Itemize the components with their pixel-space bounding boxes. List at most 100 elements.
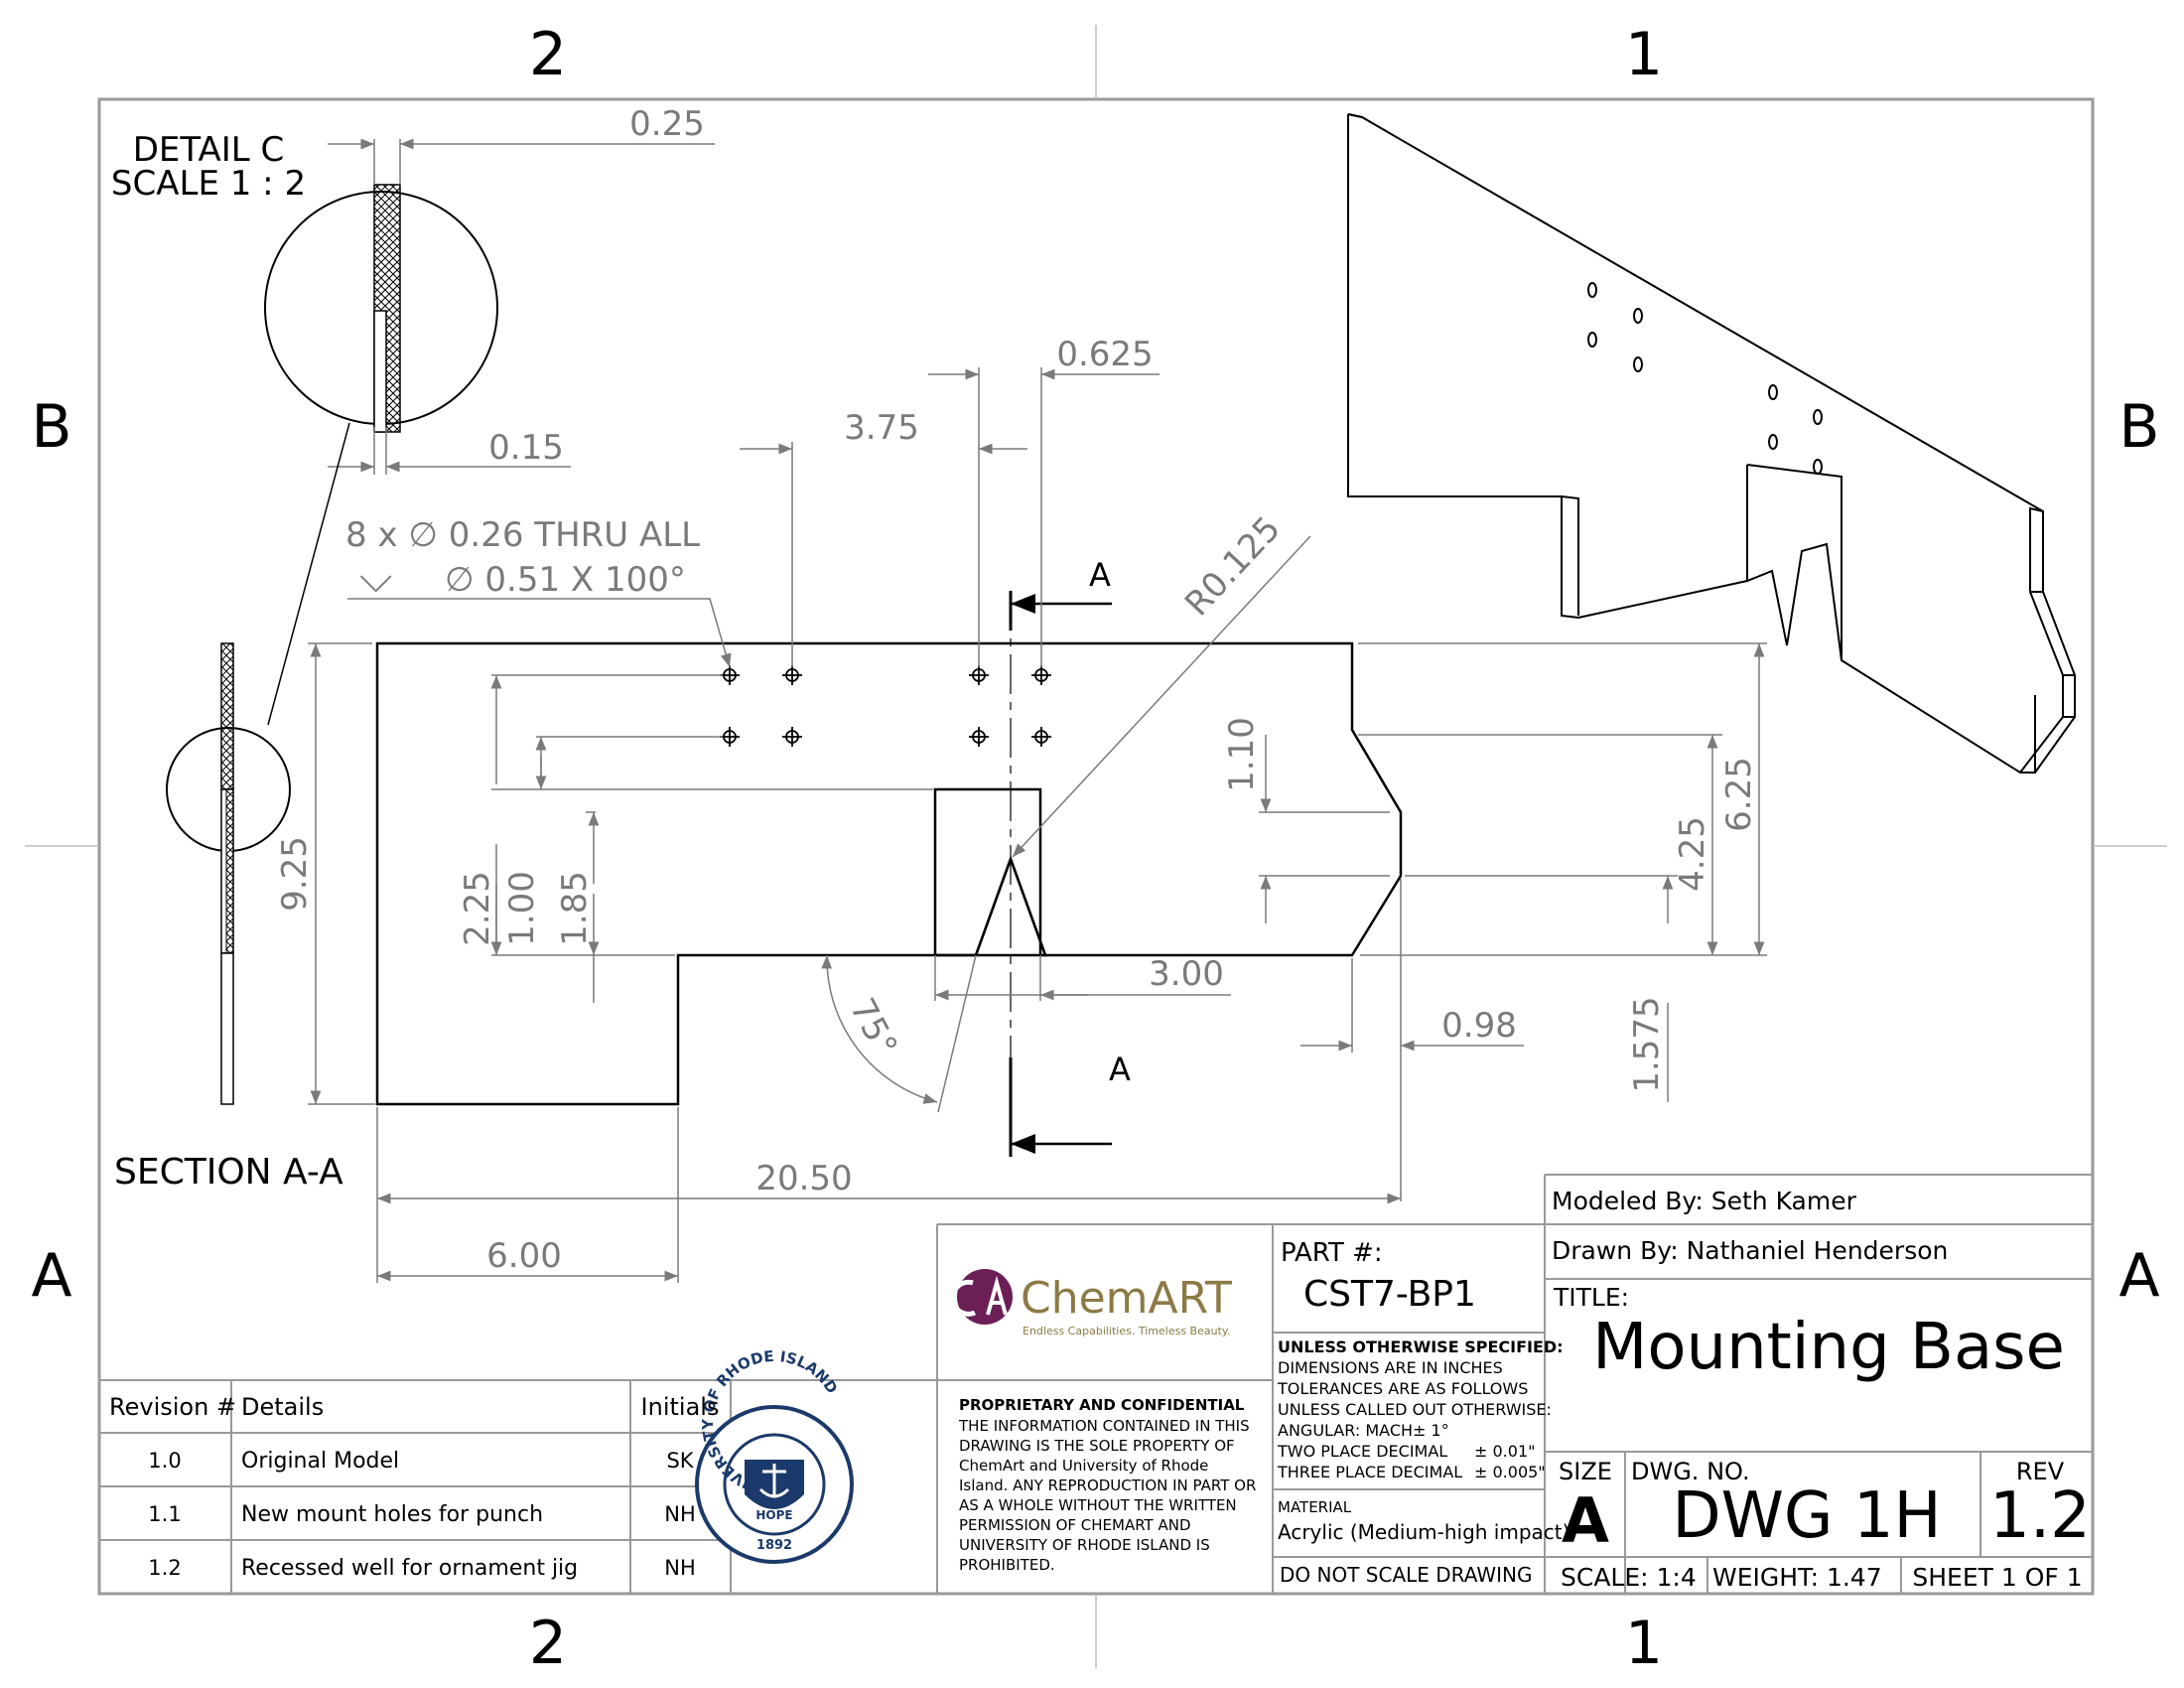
dim-425: 4.25 [1673,816,1712,892]
rev-row-3-initials: NH [664,1556,696,1580]
zone-left-a: A [31,1241,71,1311]
zone-top-1: 1 [1625,20,1663,89]
rev-header-number: Revision # [109,1393,236,1421]
part-label: PART #: [1281,1238,1383,1268]
rev-value: 1.2 [1989,1479,2091,1553]
logo-wordmark: ChemART [1021,1273,1232,1324]
seal-banner: HOPE [755,1508,792,1522]
material-value: Acrylic (Medium-high impact) [1278,1520,1570,1544]
dim-925: 9.25 [275,836,315,912]
dim-110: 1.10 [1222,717,1262,792]
proprietary-line-5: AS A WHOLE WITHOUT THE WRITTEN [959,1496,1237,1514]
detail-scale: SCALE 1 : 2 [111,164,306,204]
dim-r0125: R0.125 [1177,509,1289,625]
revision-table: Revision # Details Initials 1.0 Original… [109,1393,719,1581]
proprietary-line-8: PROHIBITED. [959,1556,1055,1574]
zone-labels: 2 1 2 1 B A B A [31,20,2159,1678]
tol-line-2: TOLERANCES ARE AS FOLLOWS [1277,1379,1528,1398]
rev-row-3-number: 1.2 [148,1556,181,1580]
section-label: SECTION A-A [114,1152,343,1193]
scale-value: SCALE: 1:4 [1561,1563,1697,1592]
sheet-value: SHEET 1 OF 1 [1912,1563,2082,1592]
dwg-label: DWG. NO. [1631,1458,1750,1485]
rev-header-initials: Initials [641,1393,720,1421]
sheet-border [25,25,2167,1668]
chemart-logo: ChemART Endless Capabilities. Timeless B… [950,1269,1232,1337]
dim-100: 1.00 [502,871,542,946]
tol-line-4: ANGULAR: MACH± 1° [1278,1421,1449,1440]
zone-right-b: B [2118,392,2159,462]
dim-375: 3.75 [844,408,919,448]
front-view: A A [375,556,1403,1157]
title-block-lines [99,1174,2093,1594]
rev-row-1-details: Original Model [241,1449,399,1474]
seal-year: 1892 [756,1538,792,1553]
proprietary-line-7: UNIVERSITY OF RHODE ISLAND IS [959,1536,1210,1554]
unless-heading: UNLESS OTHERWISE SPECIFIED: [1278,1337,1564,1356]
detail-title: DETAIL C [133,130,285,170]
dim-225: 2.25 [458,871,497,946]
dim-600: 6.00 [486,1236,562,1276]
two-place-val: ± 0.01" [1474,1442,1535,1461]
dim-185: 1.85 [555,871,595,946]
proprietary-line-4: Island. ANY REPRODUCTION IN PART OR [959,1477,1256,1494]
three-place-val: ± 0.005" [1474,1463,1546,1481]
tol-line-3: UNLESS CALLED OUT OTHERWISE: [1278,1400,1552,1419]
do-not-scale: DO NOT SCALE DRAWING [1280,1563,1532,1587]
dim-625: 6.25 [1719,757,1759,832]
dim-098: 0.98 [1441,1006,1517,1046]
weight-value: WEIGHT: 1.47 [1712,1563,1882,1592]
dim-300: 3.00 [1149,954,1224,994]
isometric-view [1347,113,2076,774]
mount-holes [720,665,1051,747]
rev-row-2-initials: NH [664,1502,696,1526]
zone-right-a: A [2118,1241,2159,1311]
zone-bottom-2: 2 [529,1609,567,1678]
rev-row-3-details: Recessed well for ornament jig [241,1556,578,1581]
size-value: A [1562,1484,1609,1557]
drawn-by: Drawn By: Nathaniel Henderson [1552,1236,1948,1265]
zone-left-b: B [31,392,71,462]
dwg-number: DWG 1H [1672,1479,1941,1553]
rev-label: REV [2016,1458,2065,1485]
proprietary-line-3: ChemArt and University of Rhode [959,1457,1208,1475]
dim-detail-025: 0.25 [629,104,705,144]
proprietary-title: PROPRIETARY AND CONFIDENTIAL [959,1396,1245,1414]
zone-top-2: 2 [529,20,567,89]
material-label: MATERIAL [1278,1498,1352,1516]
proprietary-line-6: PERMISSION OF CHEMART AND [959,1516,1191,1534]
rev-row-2-number: 1.1 [148,1502,181,1526]
logo-tagline: Endless Capabilities. Timeless Beauty. [1023,1325,1230,1337]
modeled-by: Modeled By: Seth Kamer [1552,1187,1857,1215]
part-number: CST7-BP1 [1303,1274,1476,1315]
tol-line-1: DIMENSIONS ARE IN INCHES [1278,1358,1503,1377]
dim-0625: 0.625 [1056,335,1153,374]
dim-2050: 20.50 [755,1159,852,1198]
dimension-text: 8 x ∅ 0.26 THRU ALL ⌵ ∅ 0.51 X 100° 3.75… [275,335,1759,1276]
title-block-text: Modeled By: Seth Kamer Drawn By: Nathani… [958,1187,2091,1592]
hole-callout-line1: 8 x ∅ 0.26 THRU ALL [345,515,700,555]
rev-row-1-initials: SK [666,1449,694,1473]
csink-symbol: ⌵ [359,552,392,603]
hole-callout-line2: ∅ 0.51 X 100° [445,560,686,600]
section-a-a-view: SECTION A-A [114,642,343,1193]
dim-detail-015: 0.15 [488,428,564,468]
proprietary-line-1: THE INFORMATION CONTAINED IN THIS [958,1417,1250,1435]
detail-c-view: DETAIL C SCALE 1 : 2 0.25 0.15 [111,104,715,726]
section-arrow-label-bottom: A [1109,1051,1131,1088]
drawing-title: Mounting Base [1592,1311,2065,1384]
two-place: TWO PLACE DECIMAL [1277,1442,1447,1461]
proprietary-line-2: DRAWING IS THE SOLE PROPERTY OF [959,1437,1235,1455]
section-arrow-label-top: A [1089,556,1111,594]
dim-75-deg: 75° [842,992,905,1063]
zone-bottom-1: 1 [1625,1609,1663,1678]
rev-row-1-number: 1.0 [148,1449,181,1473]
three-place: THREE PLACE DECIMAL [1277,1463,1462,1481]
size-label: SIZE [1559,1458,1612,1485]
title-label: TITLE: [1553,1283,1629,1312]
rev-row-2-details: New mount holes for punch [241,1502,543,1527]
dimensions [308,367,1767,1283]
rev-header-details: Details [241,1393,324,1421]
dim-1575: 1.575 [1627,996,1667,1092]
